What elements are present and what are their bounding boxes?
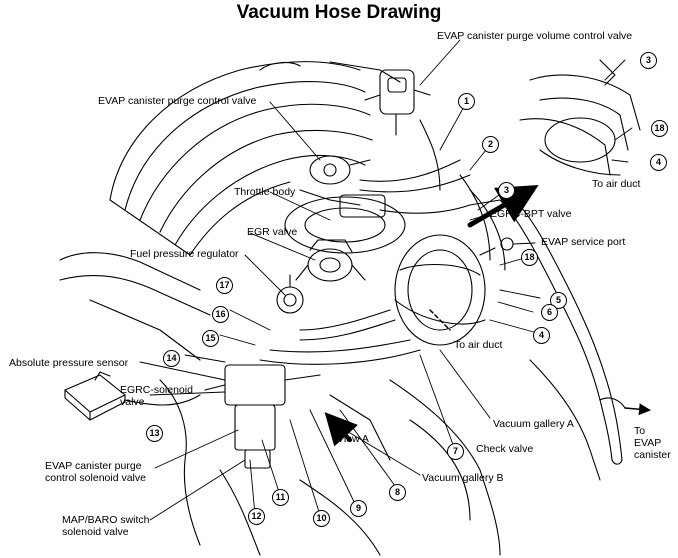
label-fuel-pressure-regulator: Fuel pressure regulator (130, 248, 239, 260)
diagram-title: Vacuum Hose Drawing (236, 2, 442, 23)
callout-11: 11 (272, 489, 289, 506)
arrow-to-air-duct-mid (429, 309, 451, 331)
label-egrc-bpt-valve: EGRC-BPT valve (490, 208, 572, 220)
callout-15: 15 (202, 330, 219, 347)
throttle-body (284, 189, 406, 254)
label-evap-purge-solenoid-valve: EVAP canister purge control solenoid val… (45, 460, 146, 484)
solenoid-cluster (204, 364, 321, 469)
callout-4-left: 4 (533, 327, 550, 344)
callout-18-right: 18 (651, 120, 668, 137)
label-throttle-body: Throttle body (234, 186, 296, 198)
callout-12: 12 (248, 508, 265, 525)
callout-14: 14 (163, 350, 180, 367)
callout-8: 8 (389, 484, 406, 501)
fuel-pressure-regulator (276, 274, 304, 314)
callout-4-right: 4 (650, 154, 667, 171)
evap-purge-volume-valve (364, 69, 431, 136)
label-vacuum-gallery-b: Vacuum gallery B (422, 472, 504, 484)
arrow-to-evap-canister (624, 403, 651, 416)
callout-10: 10 (313, 510, 330, 527)
evap-canister-hose (499, 194, 626, 465)
callout-18-left: 18 (521, 249, 538, 266)
label-egr-valve: EGR valve (247, 226, 298, 238)
label-egrc-solenoid-valve: EGRC-solenoid valve (120, 384, 193, 408)
label-to-air-duct-mid: To air duct (454, 339, 503, 351)
label-view-a: View A (337, 433, 369, 445)
leader-lines (139, 39, 633, 521)
callout-7: 7 (447, 443, 464, 460)
evap-service-port (479, 237, 514, 256)
label-evap-service-port: EVAP service port (541, 236, 626, 248)
callout-1: 1 (458, 93, 475, 110)
label-map-baro-switch: MAP/BARO switch solenoid valve (62, 514, 150, 538)
callout-3-right: 3 (640, 52, 657, 69)
egr-valve (295, 239, 366, 282)
callout-6: 6 (541, 304, 558, 321)
vacuum-gallery-a (394, 234, 486, 346)
label-check-valve: Check valve (476, 443, 534, 455)
callout-17: 17 (216, 277, 233, 294)
callout-9: 9 (350, 500, 367, 517)
label-to-air-duct-top: To air duct (592, 178, 641, 190)
callout-13: 13 (146, 425, 163, 442)
engine-block (59, 252, 601, 556)
right-detail (519, 59, 641, 176)
absolute-pressure-sensor (64, 371, 201, 421)
arrow-to-air-duct-top (467, 184, 539, 228)
view-a-arrow (324, 412, 358, 447)
label-to-evap-canister: To EVAP canister (634, 425, 671, 461)
label-evap-purge-volume-valve: EVAP canister purge volume control valve (437, 30, 633, 42)
intake-manifold (109, 61, 401, 256)
evap-purge-control-valve (309, 155, 371, 185)
label-absolute-pressure-sensor: Absolute pressure sensor (9, 357, 129, 369)
callout-16: 16 (212, 306, 229, 323)
callout-2: 2 (482, 136, 499, 153)
label-vacuum-gallery-a: Vacuum gallery A (493, 418, 574, 430)
label-evap-purge-control-valve: EVAP canister purge control valve (98, 95, 257, 107)
callout-3-left: 3 (498, 182, 515, 199)
